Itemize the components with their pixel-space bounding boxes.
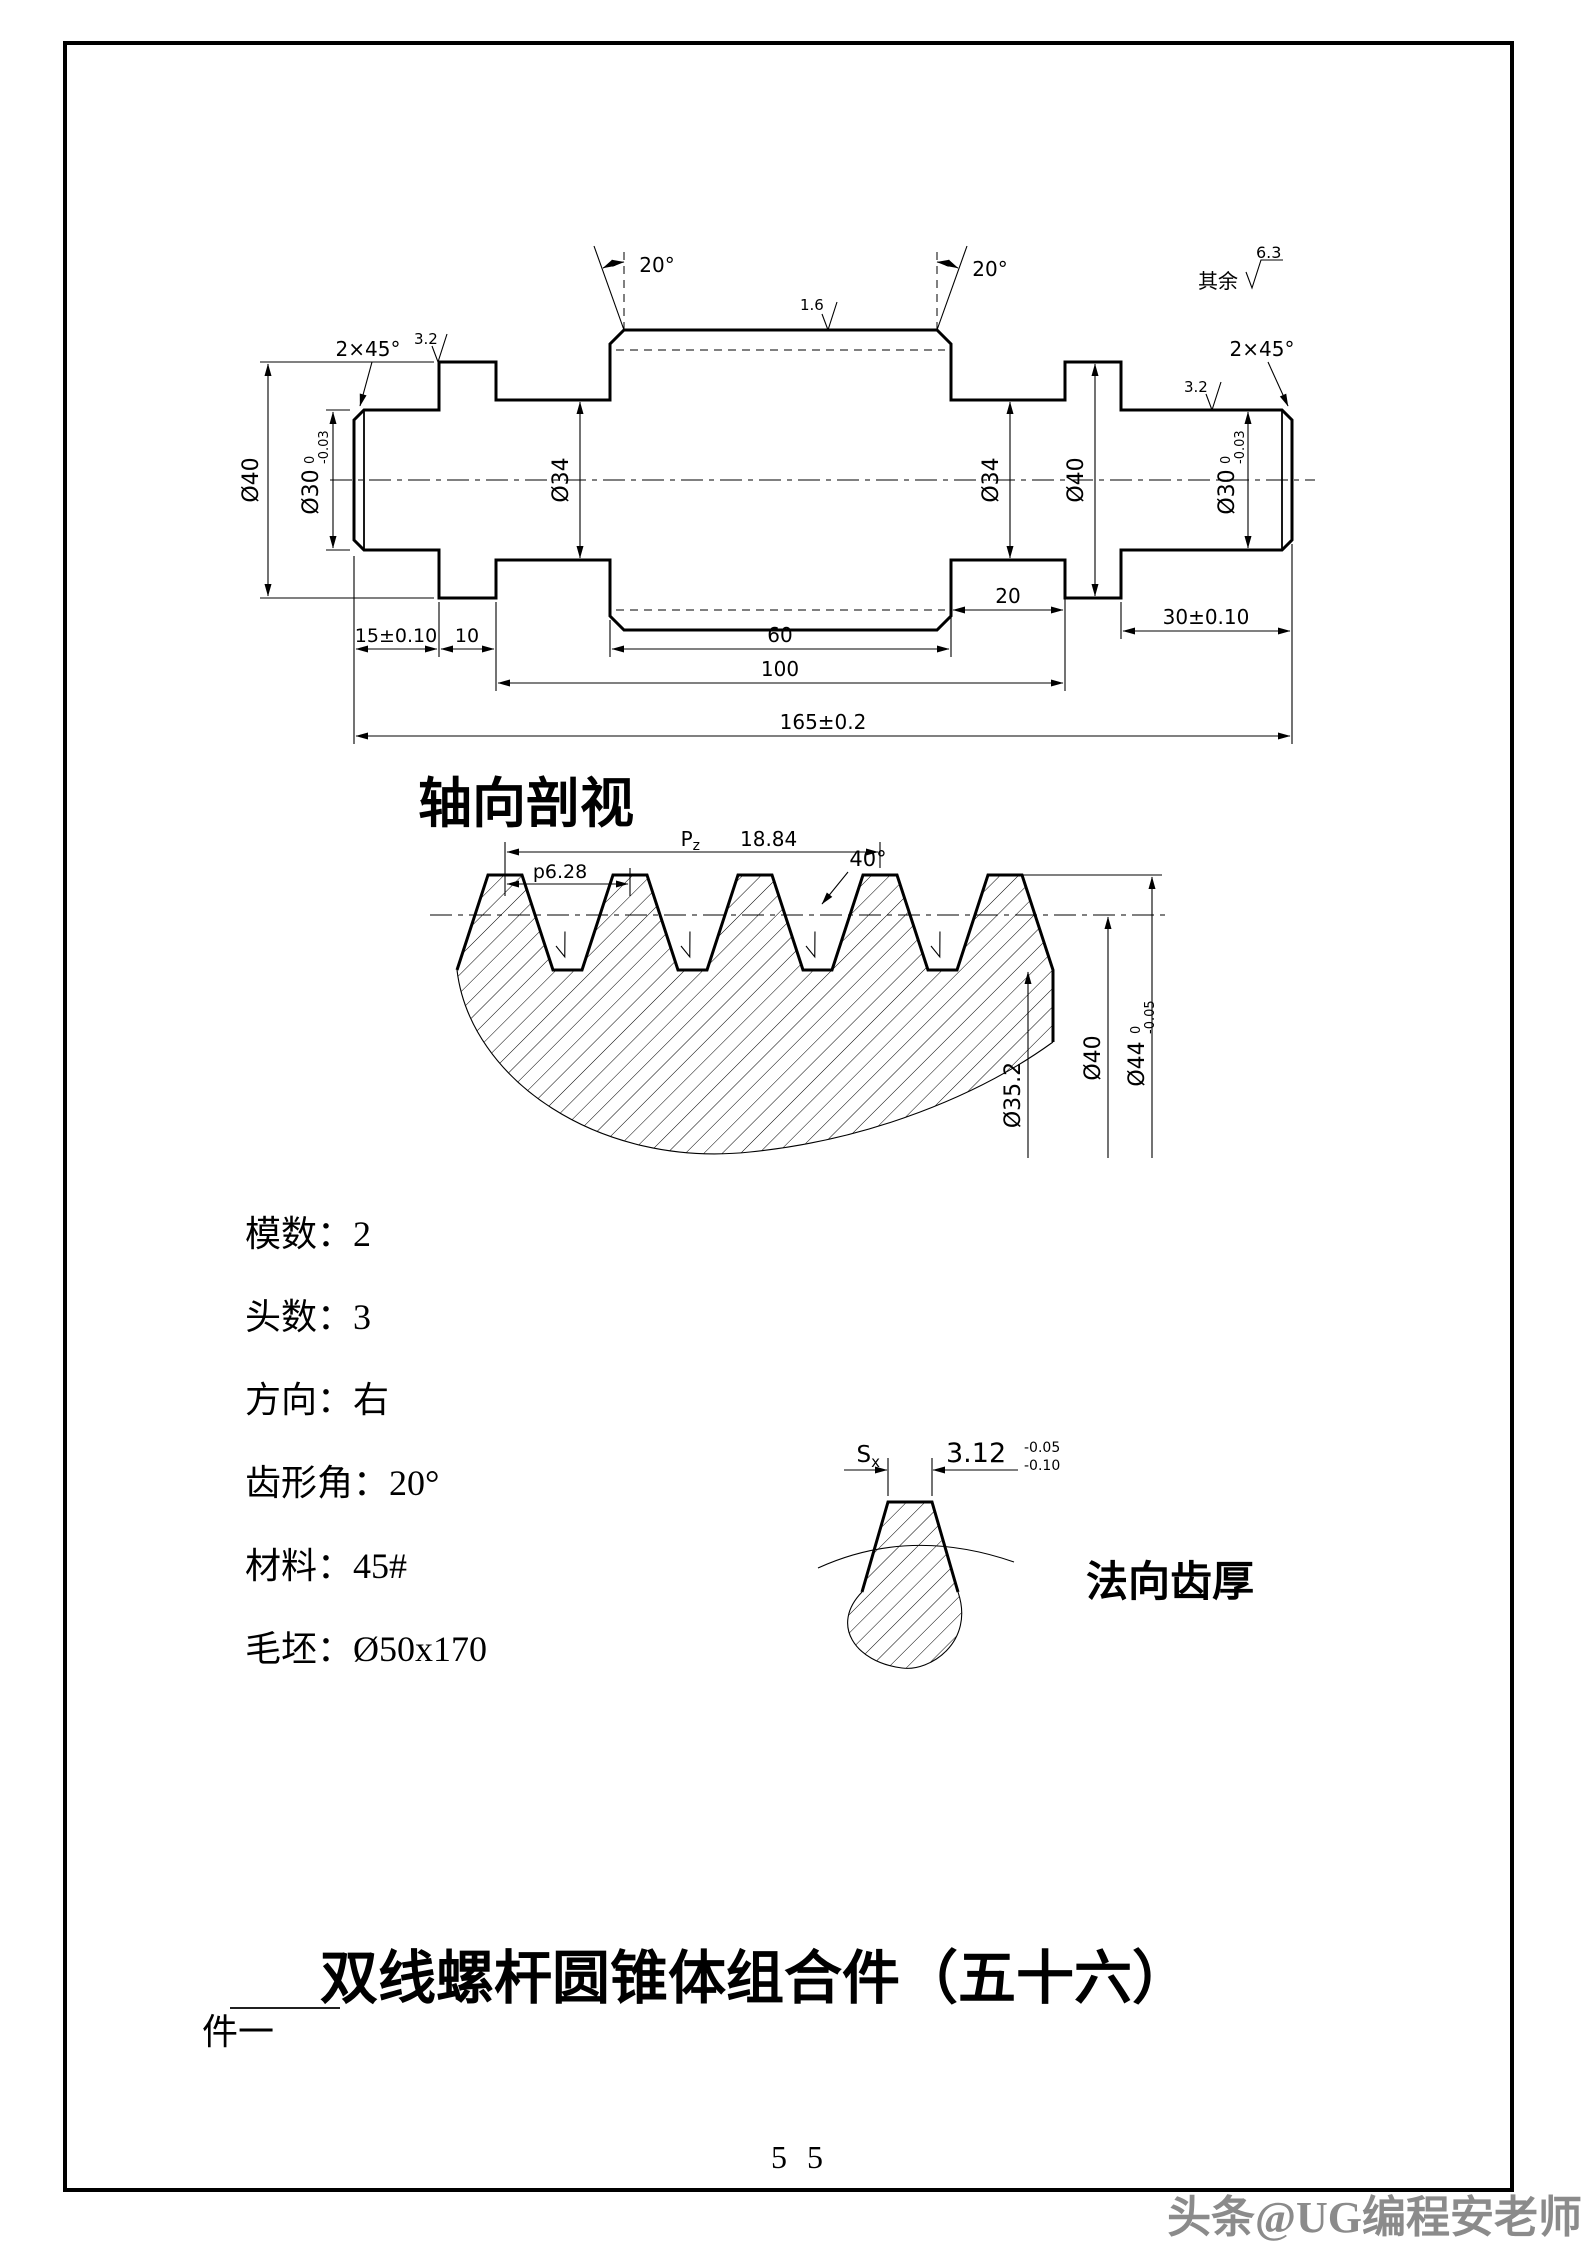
svg-text:6.3: 6.3 (1256, 243, 1281, 262)
dim-tooth-thickness: Sx 3.12 -0.05 -0.10 (844, 1438, 1060, 1496)
svg-text:0: 0 (1129, 1026, 1144, 1034)
svg-text:3.2: 3.2 (1184, 378, 1208, 396)
roughness-center-top: 1.6 (800, 296, 838, 332)
tooth-detail-caption: 法向齿厚 (1086, 1559, 1254, 1606)
svg-text:15±0.10: 15±0.10 (355, 625, 437, 647)
svg-text:40°: 40° (849, 847, 886, 871)
spec-module: 模数：2 (245, 1214, 371, 1254)
svg-text:Pz: Pz (681, 827, 700, 854)
dim-left-journal-length: 15±0.10 (355, 625, 438, 653)
spec-blank: 毛坯：Ø50x170 (245, 1629, 487, 1669)
drawing-title: 双线螺杆圆锥体组合件（五十六） (320, 1946, 1190, 2011)
svg-text:2×45°: 2×45° (336, 337, 401, 361)
flank-finish-marks (555, 931, 941, 959)
svg-text:Ø40: Ø40 (1081, 1035, 1106, 1080)
dim-dia-outer: Ø44 0 -0.05 (1022, 874, 1162, 1158)
dim-total-length: 165±0.2 (355, 710, 1291, 740)
spec-starts: 头数：3 (245, 1297, 371, 1337)
dim-dia-left-mid: Ø34 (549, 401, 584, 559)
dim-groove-angle: 40° (821, 847, 887, 905)
svg-text:p6.28: p6.28 (533, 861, 587, 883)
axial-section-view: 轴向剖视 Pz 18.84 p6.28 40° (418, 774, 1170, 1158)
roughness-rest-note: 其余 6.3 (1198, 243, 1283, 293)
svg-text:30±0.10: 30±0.10 (1163, 605, 1250, 629)
axial-section-title: 轴向剖视 (418, 774, 634, 834)
taper-angle-right: 20° (936, 245, 1008, 331)
svg-text:2×45°: 2×45° (1230, 337, 1295, 361)
dim-dia-right-journal: Ø30 0 -0.03 (1215, 411, 1252, 549)
svg-text:Ø30: Ø30 (1215, 469, 1240, 514)
svg-text:1.6: 1.6 (800, 296, 824, 314)
dim-dia-right-collar: Ø40 (1064, 363, 1099, 597)
page-number: 5 5 (771, 2139, 829, 2175)
svg-text:20: 20 (995, 584, 1020, 608)
svg-text:Sx: Sx (857, 1442, 881, 1471)
svg-text:18.84: 18.84 (740, 827, 797, 851)
svg-text:-0.03: -0.03 (1233, 430, 1248, 464)
svg-text:100: 100 (761, 657, 799, 681)
section-hatch (457, 875, 1053, 1154)
dim-dia-right-mid: Ø34 (979, 401, 1014, 559)
detail-break-line (847, 1591, 963, 1669)
svg-text:Ø40: Ø40 (1064, 457, 1089, 502)
roughness-left-collar: 3.2 (414, 330, 448, 364)
chamfer-note-right: 2×45° (1230, 337, 1295, 407)
svg-text:-0.05: -0.05 (1024, 1440, 1060, 1456)
svg-text:Ø30: Ø30 (299, 469, 324, 514)
watermark: 头条@UG编程安老师 (1167, 2193, 1582, 2242)
svg-text:165±0.2: 165±0.2 (780, 710, 867, 734)
spec-direction: 方向：右 (245, 1380, 389, 1420)
spec-pressure-angle: 齿形角：20° (245, 1463, 439, 1503)
chamfer-note-left: 2×45° (336, 337, 401, 407)
svg-text:3.2: 3.2 (414, 330, 438, 348)
svg-text:-0.10: -0.10 (1024, 1458, 1060, 1474)
svg-text:Ø34: Ø34 (979, 457, 1004, 502)
roughness-right-journal: 3.2 (1184, 378, 1222, 412)
shaft-profile (352, 328, 1294, 632)
dim-dia-left-journal: Ø30 0 -0.03 (299, 409, 350, 551)
svg-text:60: 60 (767, 623, 792, 647)
svg-text:0: 0 (1219, 456, 1234, 464)
section-break-line (456, 969, 1054, 1155)
svg-text:20°: 20° (972, 257, 1007, 281)
svg-text:Ø44: Ø44 (1125, 1041, 1150, 1086)
svg-text:-0.05: -0.05 (1143, 1000, 1158, 1034)
main-shaft-view: Ø40 Ø30 0 -0.03 Ø34 Ø34 (239, 243, 1315, 744)
svg-text:20°: 20° (639, 253, 674, 277)
dim-center-length: 60 (611, 623, 950, 653)
svg-text:-0.03: -0.03 (317, 430, 332, 464)
dim-lead: Pz 18.84 (504, 827, 881, 896)
part-label: 件一 (202, 2012, 274, 2052)
title-block: 双线螺杆圆锥体组合件（五十六） 件一 (202, 1946, 1190, 2052)
svg-text:3.12: 3.12 (946, 1438, 1006, 1469)
dim-right-journal-length: 30±0.10 (1122, 605, 1291, 635)
dim-left-collar-length: 10 (440, 625, 495, 653)
svg-text:10: 10 (455, 625, 479, 647)
dim-pitch: p6.28 (506, 861, 631, 896)
dim-right-mid-length: 20 (952, 584, 1064, 614)
detail-tooth-profile (860, 1500, 960, 1593)
extension-lines (353, 544, 1293, 744)
dim-dia-pitch: Ø40 (1081, 916, 1112, 1158)
svg-text:Ø40: Ø40 (239, 457, 264, 502)
dim-dia-left-collar: Ø40 (239, 361, 434, 599)
dim-dia-root: Ø35.2 (1001, 971, 1032, 1158)
dim-between-collars: 100 (497, 657, 1064, 687)
svg-text:0: 0 (303, 456, 318, 464)
tooth-detail-view: Sx 3.12 -0.05 -0.10 法向齿厚 (817, 1438, 1254, 1669)
sheet-border (63, 41, 1514, 2192)
spec-material: 材料：45# (245, 1546, 407, 1586)
svg-text:其余: 其余 (1198, 270, 1238, 293)
taper-angle-left: 20° (593, 245, 675, 331)
thread-profile (455, 873, 1055, 1042)
svg-text:Ø34: Ø34 (549, 457, 574, 502)
spec-list: 模数：2 头数：3 方向：右 齿形角：20° 材料：45# 毛坯：Ø50x170 (245, 1214, 487, 1669)
svg-text:Ø35.2: Ø35.2 (1001, 1062, 1026, 1128)
